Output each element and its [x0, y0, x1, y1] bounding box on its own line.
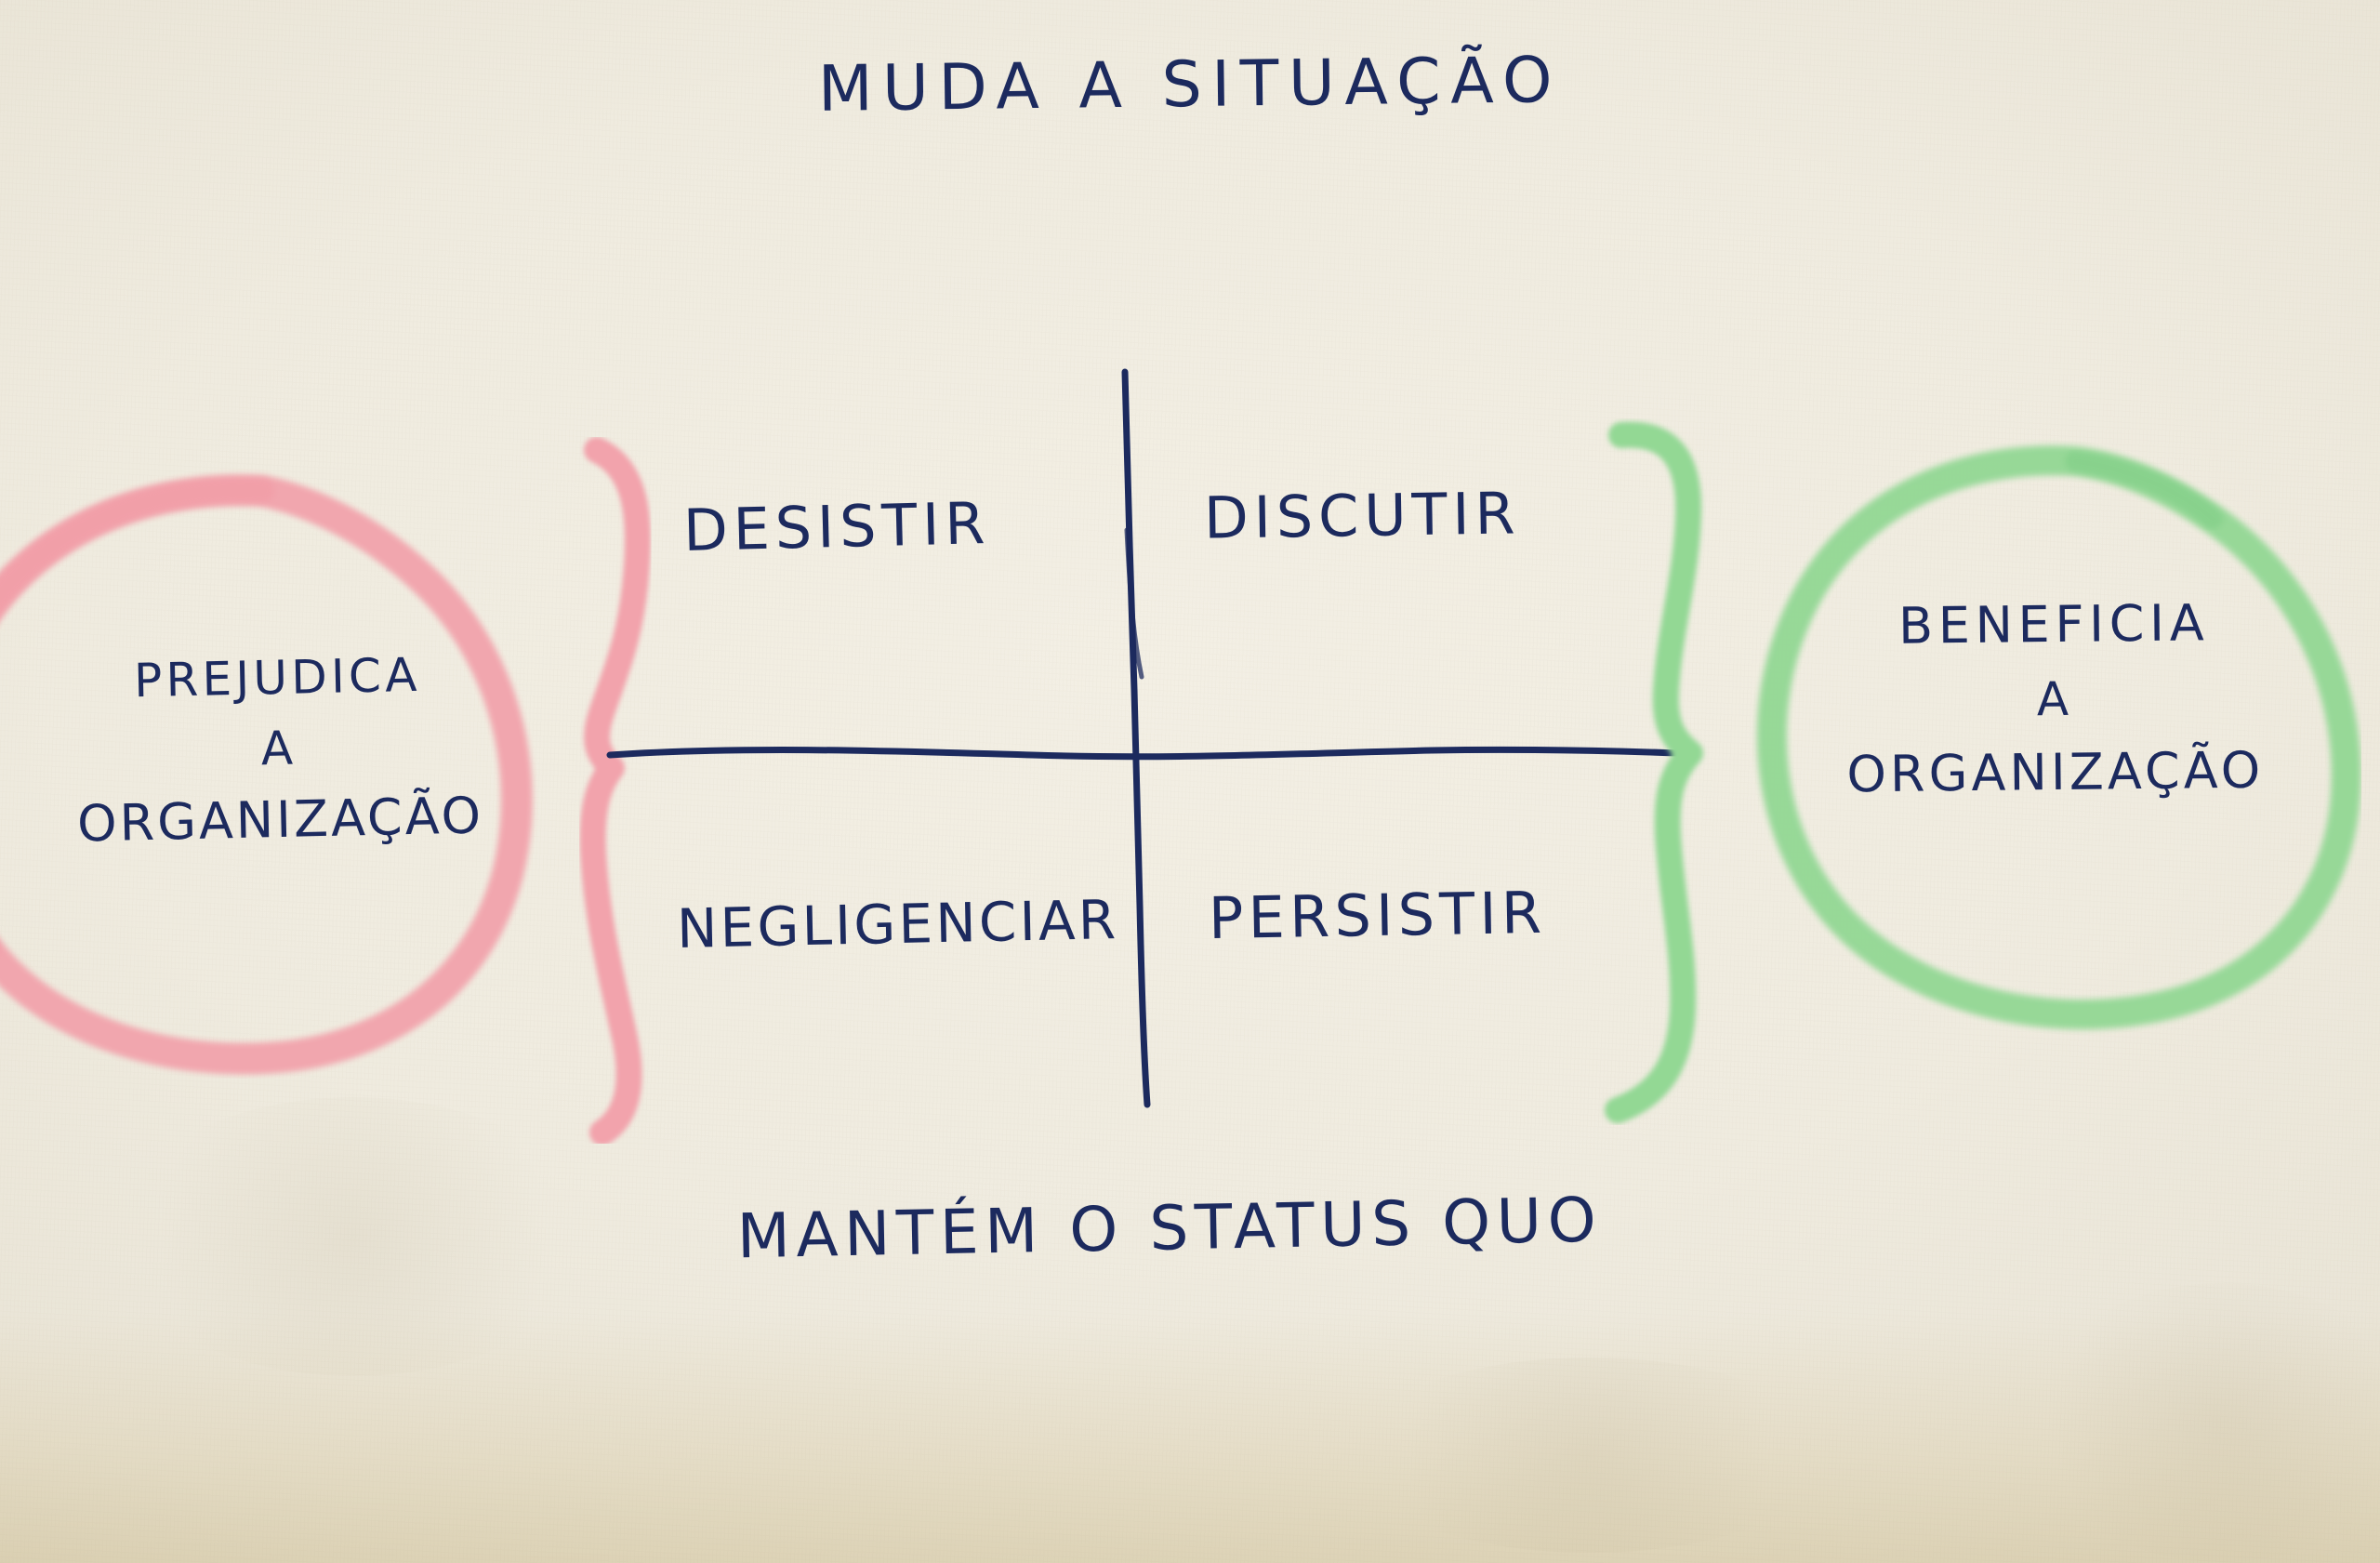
- left-caption-line-1: PREJUDICA: [133, 647, 422, 709]
- matrix-vertical-axis: [1069, 363, 1218, 1116]
- left-group-caption: PREJUDICA A ORGANIZAÇÃO: [0, 645, 560, 855]
- right-caption-line-2: A: [2036, 671, 2073, 727]
- quadrant-label-top-left: DESISTIR: [682, 488, 992, 565]
- matrix-horizontal-axis: [595, 707, 1692, 800]
- bottom-axis-label: MANTÉM O STATUS QUO: [736, 1184, 1603, 1273]
- right-group-brace: [1580, 418, 1748, 1125]
- quadrant-label-bottom-left: NEGLIGENCIAR: [676, 888, 1119, 960]
- paper-blotch: [1348, 1358, 1831, 1553]
- left-caption-line-2: A: [260, 721, 298, 776]
- right-caption-line-3: ORGANIZAÇÃO: [1846, 740, 2265, 804]
- left-group-brace: [539, 437, 697, 1146]
- paper-blotch: [2027, 1283, 2380, 1562]
- quadrant-label-top-right: DISCUTIR: [1203, 479, 1521, 552]
- right-caption-line-1: BENEFICIA: [1897, 593, 2210, 656]
- quadrant-label-bottom-right: PERSISTIR: [1208, 878, 1547, 953]
- right-group-caption: BENEFICIA A ORGANIZAÇÃO: [1756, 592, 2353, 805]
- left-caption-line-3: ORGANIZAÇÃO: [76, 786, 484, 854]
- top-axis-label: MUDA A SITUAÇÃO: [817, 44, 1563, 126]
